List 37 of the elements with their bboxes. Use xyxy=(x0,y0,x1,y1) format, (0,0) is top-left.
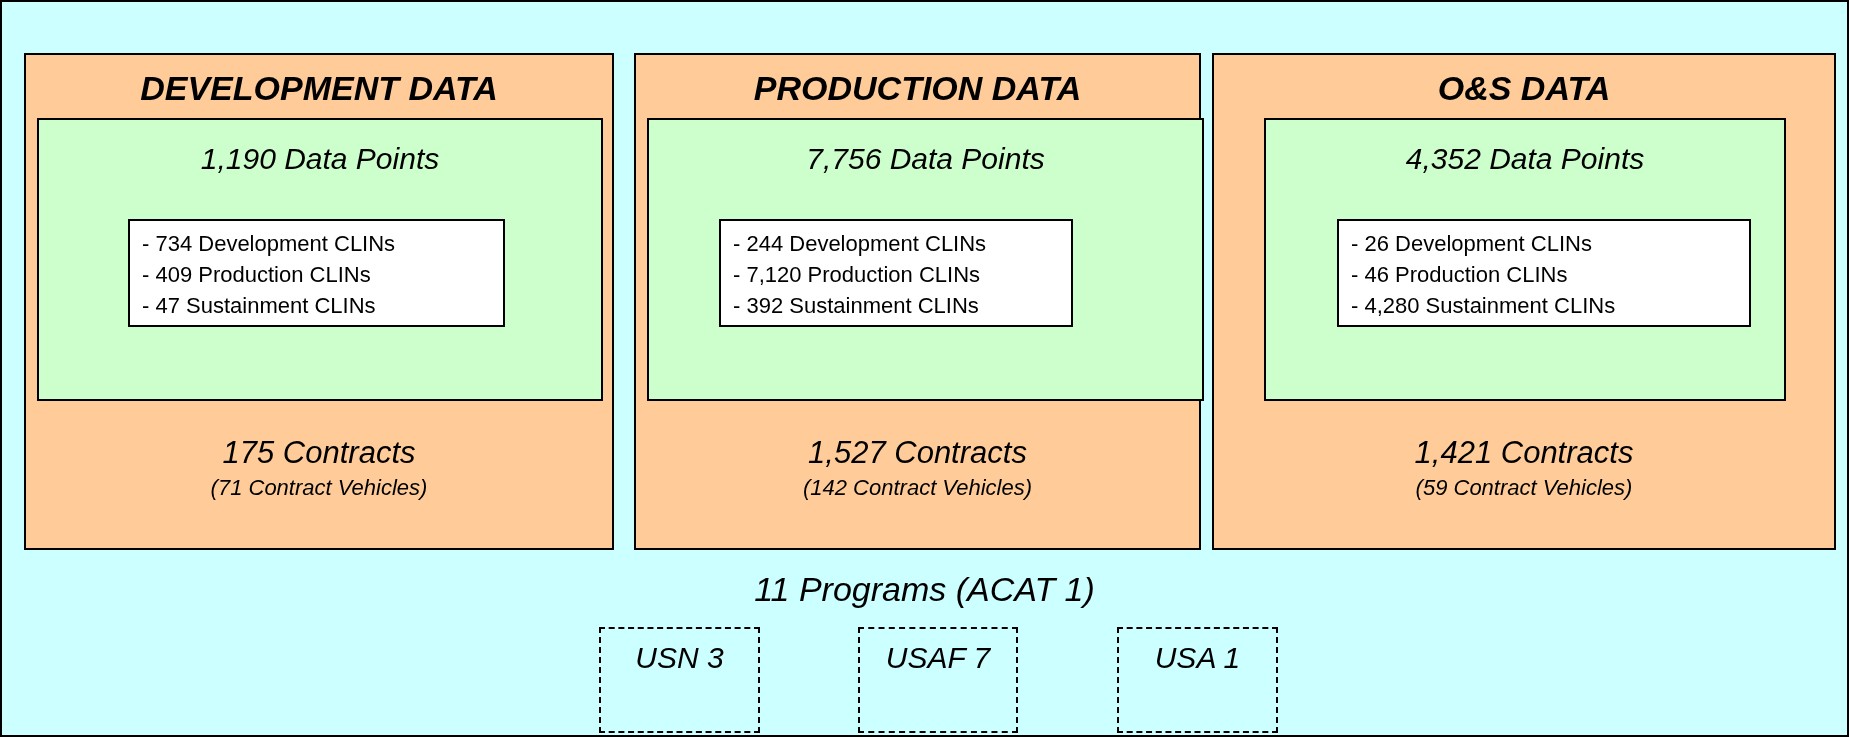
clin-count: - 47 Sustainment CLINs xyxy=(142,293,377,319)
data-points-count: 7,756 Data Points xyxy=(805,142,1046,176)
contract-vehicles-note: (71 Contract Vehicles) xyxy=(209,475,429,501)
program-box xyxy=(1117,627,1278,733)
category-panel xyxy=(634,53,1201,550)
program-box xyxy=(858,627,1018,733)
clin-count: - 392 Sustainment CLINs xyxy=(733,293,980,319)
panel-title: PRODUCTION DATA xyxy=(752,69,1083,108)
program-count: USAF 7 xyxy=(884,640,992,676)
clin-count: - 244 Development CLINs xyxy=(733,231,988,257)
clin-count: - 46 Production CLINs xyxy=(1351,262,1569,288)
contract-vehicles-note: (142 Contract Vehicles) xyxy=(801,475,1034,501)
panel-title: O&S DATA xyxy=(1436,69,1612,108)
data-points-panel xyxy=(647,118,1204,401)
data-points-panel xyxy=(37,118,603,401)
clin-count: - 26 Development CLINs xyxy=(1351,231,1593,257)
data-points-count: 4,352 Data Points xyxy=(1404,142,1646,176)
clin-count: - 4,280 Sustainment CLINs xyxy=(1351,293,1617,319)
data-points-count: 1,190 Data Points xyxy=(199,142,441,176)
panel-title: DEVELOPMENT DATA xyxy=(139,69,499,108)
data-points-panel xyxy=(1264,118,1786,401)
contracts-count: 1,421 Contracts xyxy=(1413,435,1635,471)
clin-count: - 7,120 Production CLINs xyxy=(733,262,982,288)
clin-count: - 734 Development CLINs xyxy=(142,231,397,257)
programs-heading: 11 Programs (ACAT 1) xyxy=(753,570,1096,609)
contracts-count: 1,527 Contracts xyxy=(807,435,1028,471)
clin-list-box xyxy=(1337,219,1751,327)
contract-vehicles-note: (59 Contract Vehicles) xyxy=(1414,475,1634,501)
clin-list-box xyxy=(128,219,505,327)
clin-count: - 409 Production CLINs xyxy=(142,262,372,288)
clin-list-box xyxy=(719,219,1073,327)
contracts-count: 175 Contracts xyxy=(221,435,417,471)
program-box xyxy=(599,627,760,733)
category-panel xyxy=(24,53,614,550)
program-count: USA 1 xyxy=(1153,640,1242,676)
program-count: USN 3 xyxy=(634,640,725,676)
category-panel xyxy=(1212,53,1836,550)
